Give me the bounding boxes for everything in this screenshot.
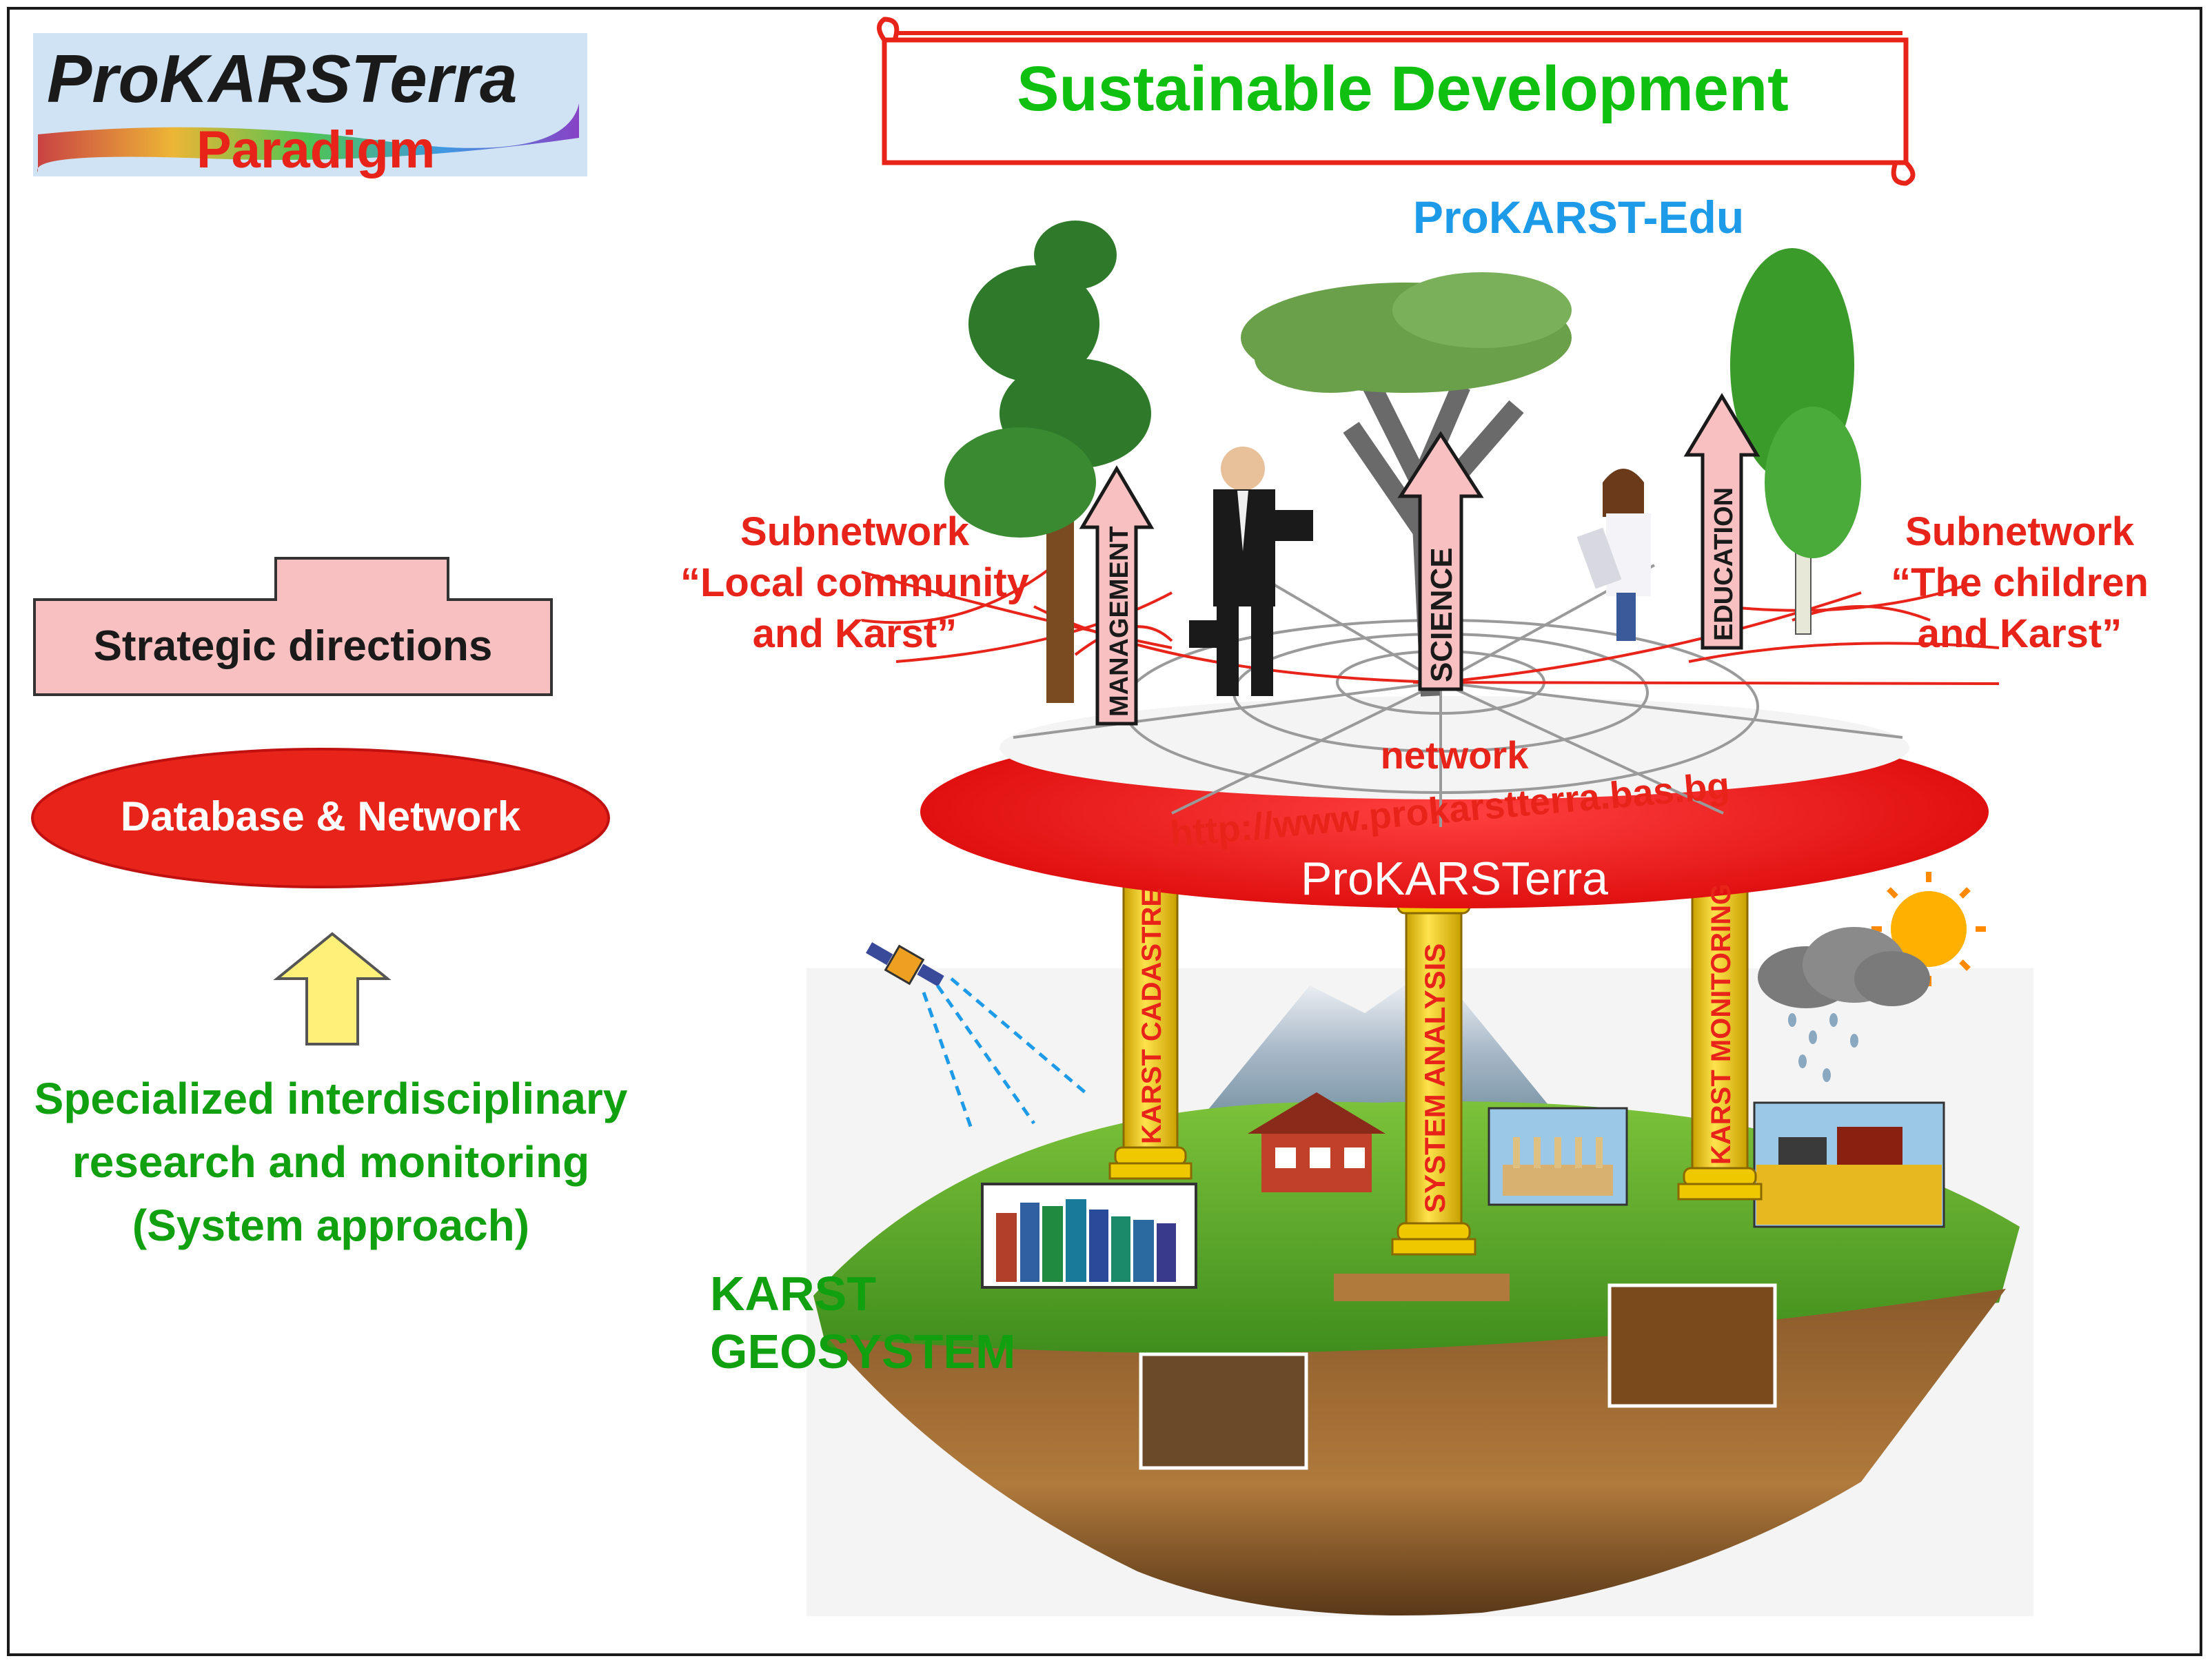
management-label: MANAGEMENT [1105, 526, 1134, 717]
pine-tree-icon [944, 221, 1151, 703]
logo-title: ProKARSTerra [47, 41, 518, 116]
satellite-signals [922, 977, 1090, 1131]
science-arrow [1397, 431, 1484, 691]
karst-geosystem-label: KARST GEOSYSTEM [710, 1265, 1068, 1380]
research-line-2: research and monitoring [72, 1137, 590, 1187]
pillar-karst-monitoring [1677, 860, 1763, 1201]
banner-body [882, 37, 1909, 165]
network-label: network [1381, 733, 1530, 777]
acacia-tree-icon [1241, 272, 1572, 697]
geosystem-line-2: GEOSYSTEM [710, 1325, 1016, 1378]
birch-tree-icon [1730, 248, 1861, 635]
businessman-figure [1189, 447, 1313, 696]
subnetwork-right: Subnetwork “The children and Karst” [1847, 507, 2192, 660]
pillar-karst-cadastre [1108, 860, 1193, 1180]
education-label: EDUCATION [1709, 487, 1738, 641]
subnetwork-left-line-3: and Karst” [752, 611, 957, 656]
education-arrow [1683, 393, 1761, 650]
management-arrow [1079, 465, 1155, 726]
geosystem-line-1: KARST [710, 1267, 877, 1320]
rain-cloud-icon [1758, 927, 1930, 1082]
platform-name: ProKARSTerra [1301, 853, 1608, 905]
research-line-3: (System approach) [132, 1201, 530, 1250]
cave-photo-left [1139, 1352, 1308, 1470]
cave-photo-right [1607, 1283, 1777, 1408]
outer-frame [7, 7, 2202, 1656]
temple-photo [1488, 1107, 1628, 1206]
strategic-arrow-shape [33, 557, 553, 696]
subnetwork-left-line-1: Subnetwork [740, 509, 969, 554]
rock-strata [1334, 1274, 1510, 1301]
database-network-label: Database & Network [120, 793, 521, 839]
science-label: SCIENCE [1425, 547, 1459, 682]
subnetwork-left-line-2: “Local community [680, 560, 1029, 605]
mountain [1186, 965, 1558, 1137]
logo: ProKARSTerra Paradigm [33, 33, 587, 179]
database-network-ellipse [31, 748, 610, 888]
logo-rainbow-swoosh [37, 103, 579, 172]
karst-cadastre-label: KARST CADASTRE [1137, 888, 1167, 1144]
child-figure [1576, 469, 1651, 641]
banner-curl-right [1891, 161, 1916, 186]
system-analysis-label: SYSTEM ANALYSIS [1419, 943, 1451, 1213]
books-photo [981, 1183, 1197, 1289]
subnetwork-right-line-2: “The children [1891, 560, 2149, 605]
research-up-arrow [273, 932, 392, 1045]
house-icon [1248, 1092, 1386, 1192]
karst-monitoring-label: KARST MONITORING [1706, 884, 1736, 1165]
logo-subtitle: Paradigm [196, 121, 435, 179]
strategic-directions-label: Strategic directions [93, 622, 493, 670]
banner-scroll: Sustainable Development [877, 17, 1916, 186]
network-disc [920, 696, 1989, 908]
banner-curl-left [877, 17, 900, 42]
web-surface [1000, 696, 1909, 799]
satellite-icon [866, 942, 944, 987]
subnetwork-left: Subnetwork “Local community and Karst” [641, 507, 1068, 660]
subnetwork-right-line-3: and Karst” [1917, 611, 2122, 656]
subnetwork-right-line-1: Subnetwork [1905, 509, 2134, 554]
research-text: Specialized interdisciplinary research a… [14, 1067, 648, 1257]
banner-text: Sustainable Development [1017, 54, 1789, 124]
strategic-directions-block [33, 557, 553, 696]
harvest-photo [1753, 1101, 1945, 1228]
research-line-1: Specialized interdisciplinary [34, 1074, 628, 1123]
edu-title: ProKARST-Edu [1413, 192, 1744, 243]
